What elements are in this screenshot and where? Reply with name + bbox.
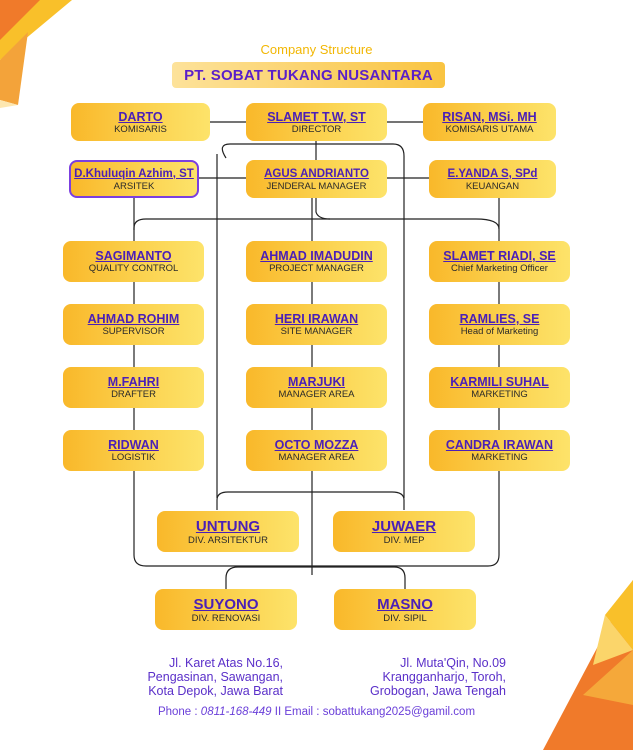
- org-box-ahmad-imadudin: AHMAD IMADUDIN PROJECT MANAGER: [246, 241, 387, 282]
- person-name: SAGIMANTO: [95, 249, 172, 263]
- email-address[interactable]: sobattukang2025@gamil.com: [322, 706, 476, 718]
- address-line: Grobogan, Jawa Tengah: [370, 684, 506, 698]
- person-role: KEUANGAN: [465, 180, 520, 192]
- person-name: DARTO: [118, 109, 163, 124]
- company-structure-subtitle: Company Structure: [260, 42, 373, 57]
- person-role: SITE MANAGER: [280, 326, 353, 337]
- person-role: QUALITY CONTROL: [88, 263, 179, 274]
- person-role: SUPERVISOR: [102, 326, 165, 337]
- person-name: SUYONO: [193, 595, 259, 613]
- person-role: MANAGER AREA: [278, 389, 355, 400]
- org-box-darto: DARTO KOMISARIS: [71, 103, 210, 141]
- person-role: Chief Marketing Officer: [451, 263, 548, 274]
- person-name: E.YANDA S, SPd: [447, 167, 538, 180]
- org-box-khuluqin: D.Khuluqin Azhim, ST ARSITEK: [69, 160, 199, 198]
- org-box-ridwan: RIDWAN LOGISTIK: [63, 430, 204, 471]
- address-line: Jl. Muta'Qin, No.09: [400, 656, 506, 670]
- org-box-ahmad-rohim: AHMAD ROHIM SUPERVISOR: [63, 304, 204, 345]
- person-role: DRAFTER: [111, 389, 156, 400]
- person-name: MASNO: [377, 595, 433, 613]
- org-box-untung: UNTUNG DIV. ARSITEKTUR: [157, 511, 299, 552]
- person-name: SLAMET T.W, ST: [267, 109, 366, 124]
- corner-decoration-bottom-right: [543, 580, 633, 750]
- org-box-eyanda: E.YANDA S, SPd KEUANGAN: [429, 160, 556, 198]
- org-box-mfahri: M.FAHRI DRAFTER: [63, 367, 204, 408]
- address-line: Krangganharjo, Toroh,: [382, 670, 506, 684]
- org-box-candra: CANDRA IRAWAN MARKETING: [429, 430, 570, 471]
- person-name: KARMILI SUHAL: [450, 375, 549, 389]
- contact-separator: II: [274, 706, 282, 718]
- person-name: MARJUKI: [288, 375, 345, 389]
- company-name-banner: PT. SOBAT TUKANG NUSANTARA: [172, 62, 445, 88]
- person-role: MANAGER AREA: [278, 452, 355, 463]
- address-line: Jl. Karet Atas No.16,: [169, 656, 283, 670]
- org-box-octo: OCTO MOZZA MANAGER AREA: [246, 430, 387, 471]
- org-box-heri: HERI IRAWAN SITE MANAGER: [246, 304, 387, 345]
- person-role: LOGISTIK: [111, 452, 156, 463]
- person-name: JUWAER: [371, 517, 437, 535]
- address-line: Kota Depok, Jawa Barat: [148, 684, 283, 698]
- org-box-juwaer: JUWAER DIV. MEP: [333, 511, 475, 552]
- person-name: M.FAHRI: [107, 375, 160, 389]
- address-line: Pengasinan, Sawangan,: [147, 670, 283, 684]
- person-name: UNTUNG: [195, 517, 261, 535]
- person-name: SLAMET RIADI, SE: [443, 249, 556, 263]
- email-label: Email :: [284, 706, 320, 718]
- person-role: DIV. MEP: [383, 534, 425, 546]
- org-box-sagimanto: SAGIMANTO QUALITY CONTROL: [63, 241, 204, 282]
- contact-line: Phone : 0811-168-449 II Email : sobattuk…: [0, 706, 633, 718]
- address-depok: Jl. Karet Atas No.16, Pengasinan, Sawang…: [110, 656, 283, 698]
- person-role: PROJECT MANAGER: [269, 263, 364, 274]
- org-box-risan: RISAN, MSi. MH KOMISARIS UTAMA: [423, 103, 556, 141]
- person-role: MARKETING: [471, 452, 528, 463]
- org-box-agus: AGUS ANDRIANTO JENDERAL MANAGER: [246, 160, 387, 198]
- org-box-karmili: KARMILI SUHAL MARKETING: [429, 367, 570, 408]
- person-name: RIDWAN: [108, 438, 159, 452]
- address-grobogan: Jl. Muta'Qin, No.09 Krangganharjo, Toroh…: [330, 656, 506, 698]
- person-role: Head of Marketing: [460, 326, 539, 337]
- org-box-ramlies: RAMLIES, SE Head of Marketing: [429, 304, 570, 345]
- person-name: D.Khuluqin Azhim, ST: [74, 167, 194, 180]
- person-name: HERI IRAWAN: [274, 312, 359, 326]
- person-role: DIRECTOR: [291, 123, 342, 135]
- person-role: DIV. ARSITEKTUR: [188, 534, 268, 546]
- org-box-masno: MASNO DIV. SIPIL: [334, 589, 476, 630]
- person-role: JENDERAL MANAGER: [266, 180, 367, 192]
- corner-decoration-top-left: [0, 0, 72, 108]
- phone-label: Phone :: [157, 706, 198, 718]
- person-role: DIV. SIPIL: [383, 612, 427, 624]
- person-name: CANDRA IRAWAN: [445, 438, 554, 452]
- org-box-suyono: SUYONO DIV. RENOVASI: [155, 589, 297, 630]
- person-name: OCTO MOZZA: [274, 438, 359, 452]
- phone-number[interactable]: 0811-168-449: [200, 706, 272, 718]
- person-role: KOMISARIS UTAMA: [445, 123, 534, 135]
- org-box-slamet-riadi: SLAMET RIADI, SE Chief Marketing Officer: [429, 241, 570, 282]
- person-name: AHMAD IMADUDIN: [260, 249, 373, 263]
- person-role: MARKETING: [471, 389, 528, 400]
- person-role: ARSITEK: [113, 180, 155, 192]
- person-role: KOMISARIS: [114, 123, 167, 135]
- person-name: RISAN, MSi. MH: [442, 109, 537, 124]
- person-name: AGUS ANDRIANTO: [264, 167, 369, 180]
- org-box-slamet-tw: SLAMET T.W, ST DIRECTOR: [246, 103, 387, 141]
- org-box-marjuki: MARJUKI MANAGER AREA: [246, 367, 387, 408]
- person-name: RAMLIES, SE: [459, 312, 540, 326]
- person-name: AHMAD ROHIM: [87, 312, 180, 326]
- person-role: DIV. RENOVASI: [191, 612, 261, 624]
